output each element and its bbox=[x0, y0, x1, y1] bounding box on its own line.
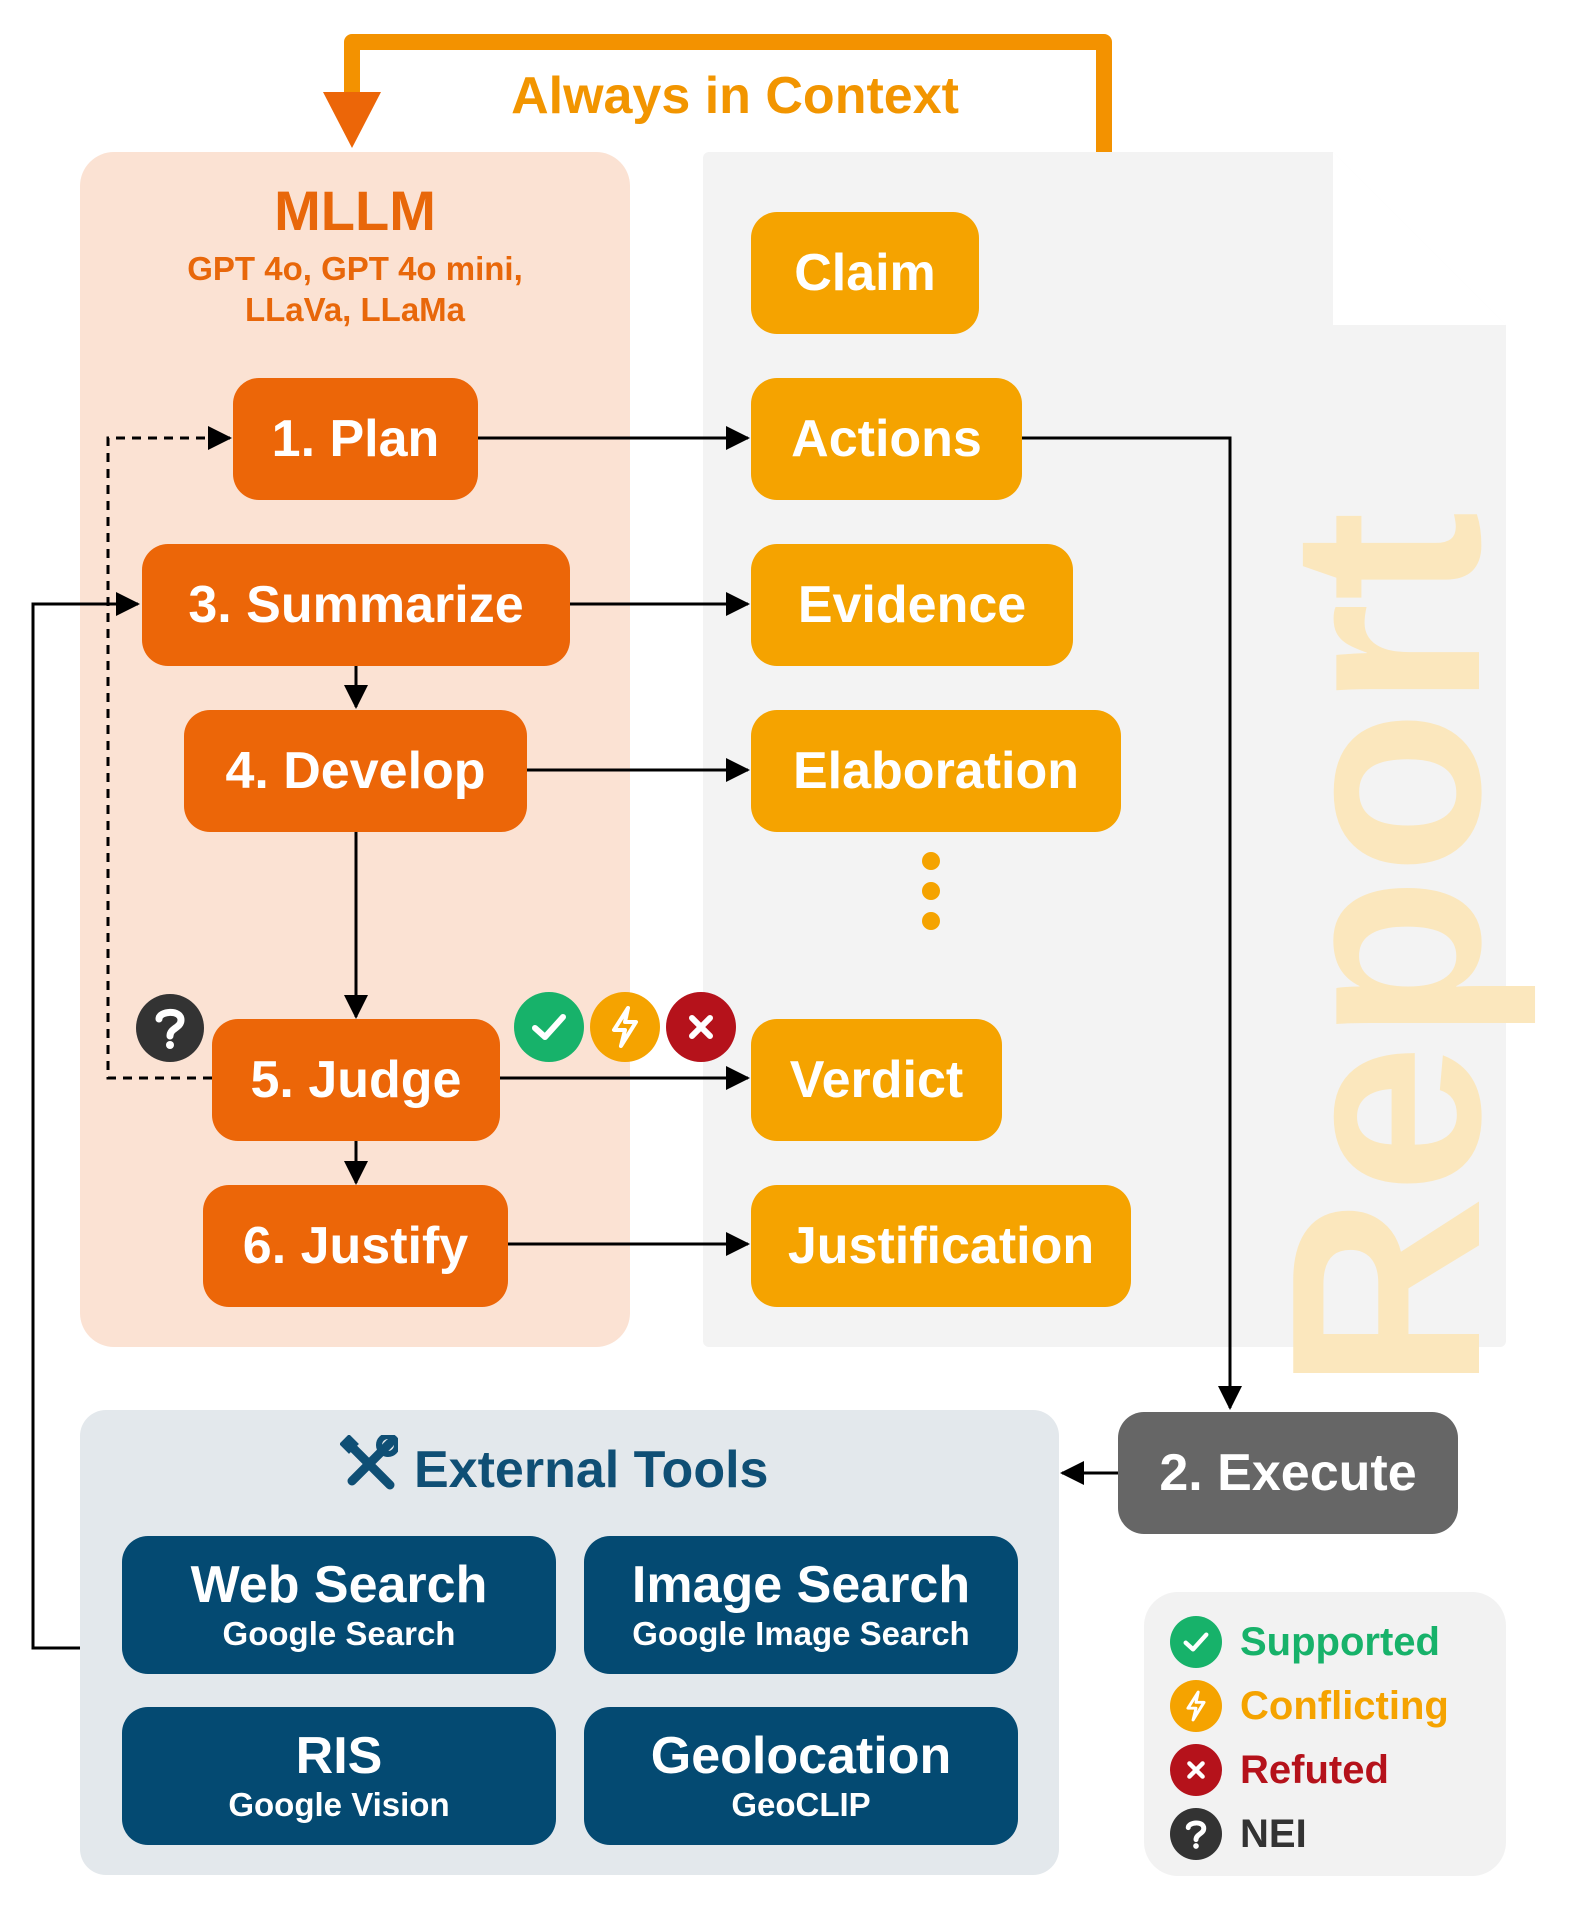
legend-supported: Supported bbox=[1170, 1610, 1449, 1674]
step-summarize: 3. Summarize bbox=[142, 544, 570, 666]
tool-image-search: Image Search Google Image Search bbox=[584, 1536, 1018, 1674]
context-loop-arrow bbox=[323, 34, 1112, 152]
judge-to-plan-dashed-arrow bbox=[106, 426, 232, 1080]
check-icon bbox=[514, 992, 584, 1062]
tool-web-search: Web Search Google Search bbox=[122, 1536, 556, 1674]
arrow-down-icon bbox=[323, 92, 381, 148]
external-tools-header: External Tools bbox=[339, 1432, 820, 1506]
x-icon bbox=[666, 992, 736, 1062]
legend-refuted: Refuted bbox=[1170, 1738, 1449, 1802]
tool-name: RIS bbox=[295, 1727, 383, 1785]
step-plan: 1. Plan bbox=[233, 378, 478, 500]
tool-provider: Google Image Search bbox=[632, 1615, 970, 1652]
report-claim: Claim bbox=[751, 212, 979, 334]
legend-nei: NEI bbox=[1170, 1802, 1449, 1866]
report-verdict: Verdict bbox=[751, 1019, 1002, 1141]
ellipsis-dot bbox=[922, 912, 940, 930]
step-execute: 2. Execute bbox=[1118, 1412, 1458, 1534]
tools-to-summarize-arrow bbox=[31, 592, 140, 1650]
external-tools-title: External Tools bbox=[414, 1441, 769, 1499]
lightning-icon bbox=[1170, 1680, 1222, 1732]
always-in-context-label: Always in Context bbox=[511, 67, 959, 125]
tool-geolocation: Geolocation GeoCLIP bbox=[584, 1707, 1018, 1845]
verdict-legend: Supported Conflicting Refuted NEI bbox=[1144, 1592, 1506, 1876]
tool-provider: GeoCLIP bbox=[731, 1786, 871, 1823]
legend-label: Refuted bbox=[1240, 1747, 1389, 1792]
legend-label: Conflicting bbox=[1240, 1683, 1449, 1728]
step-develop: 4. Develop bbox=[184, 710, 527, 832]
tool-provider: Google Search bbox=[222, 1615, 456, 1652]
mllm-title: MLLM bbox=[274, 179, 436, 242]
tool-name: Image Search bbox=[631, 1556, 971, 1614]
x-icon bbox=[1170, 1744, 1222, 1796]
mllm-models-line2: LLaVa, LLaMa bbox=[244, 291, 466, 328]
tool-name: Geolocation bbox=[650, 1727, 952, 1785]
mllm-models: GPT 4o, GPT 4o mini, LLaVa, LLaMa bbox=[80, 248, 630, 330]
legend-label: Supported bbox=[1240, 1619, 1440, 1664]
step-justify: 6. Justify bbox=[203, 1185, 508, 1307]
ellipsis-dot bbox=[922, 882, 940, 900]
actions-to-execute-arrow bbox=[1022, 436, 1242, 1410]
lightning-icon bbox=[590, 992, 660, 1062]
tool-name: Web Search bbox=[190, 1556, 488, 1614]
wrench-screwdriver-icon bbox=[339, 1432, 400, 1506]
question-icon bbox=[136, 994, 204, 1062]
tool-provider: Google Vision bbox=[228, 1786, 450, 1823]
tool-ris: RIS Google Vision bbox=[122, 1707, 556, 1845]
ellipsis-dot bbox=[922, 852, 940, 870]
report-evidence: Evidence bbox=[751, 544, 1073, 666]
report-actions: Actions bbox=[751, 378, 1022, 500]
report-elaboration: Elaboration bbox=[751, 710, 1121, 832]
report-justification: Justification bbox=[751, 1185, 1131, 1307]
mllm-models-line1: GPT 4o, GPT 4o mini, bbox=[187, 250, 523, 287]
check-icon bbox=[1170, 1616, 1222, 1668]
question-icon bbox=[1170, 1808, 1222, 1860]
legend-conflicting: Conflicting bbox=[1170, 1674, 1449, 1738]
step-judge: 5. Judge bbox=[212, 1019, 500, 1141]
legend-label: NEI bbox=[1240, 1811, 1307, 1856]
